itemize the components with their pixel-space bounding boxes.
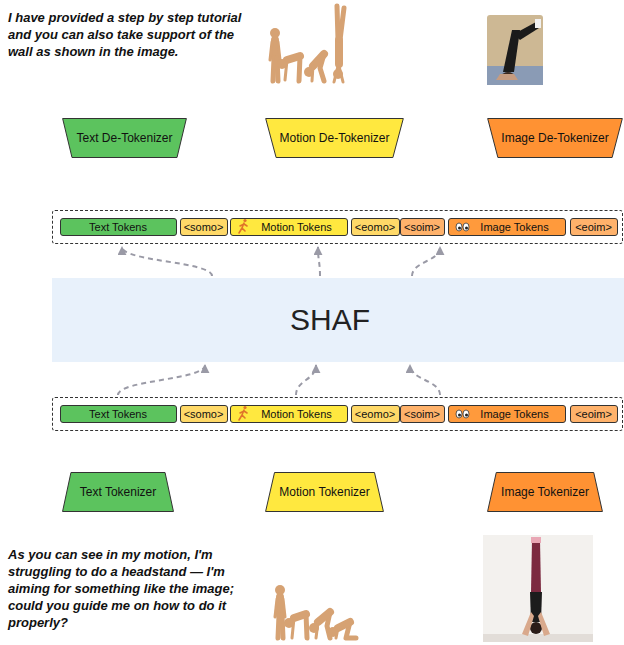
node-label: Image De-Tokenizer (501, 131, 608, 145)
node-label: Motion Tokenizer (279, 485, 370, 499)
node-label: <eoim> (575, 221, 612, 233)
prompt-text: I have provided a step by step tutorial … (8, 9, 258, 60)
token-box: Motion Tokens (230, 218, 348, 236)
node-label: Motion Tokens (261, 408, 332, 420)
motion-figures-bottom (275, 585, 356, 638)
photo-top (487, 15, 543, 85)
token-box: <soim> (400, 405, 445, 423)
token-box: Image Tokens (448, 218, 566, 236)
dashed-arrow (296, 365, 316, 395)
token-box: <eoim> (570, 405, 618, 423)
node-label: <eomo> (355, 408, 395, 420)
node-label: <soim> (404, 221, 440, 233)
token-box: Text Tokens (60, 218, 177, 236)
de-tokenizer-trapezoid: Motion De-Tokenizer (265, 118, 404, 158)
token-sequence-band: Text Tokens <somo> Motion Tokens <eomo> <soi… (52, 397, 623, 431)
de-tokenizer-trapezoid: Image De-Tokenizer (487, 118, 623, 158)
node-label: <soim> (404, 408, 440, 420)
node-label: Motion De-Tokenizer (279, 131, 389, 145)
token-box: Image Tokens (448, 405, 566, 423)
token-box: <somo> (180, 218, 228, 236)
model-band: SHAF (52, 278, 624, 362)
node-label: <somo> (184, 221, 224, 233)
photo-bottom (483, 535, 593, 642)
prompt-text: As you can see in my motion, I'm struggl… (8, 546, 258, 631)
token-box: Text Tokens (60, 405, 177, 423)
node-label: SHAF (290, 303, 370, 337)
node-label: Text De-Tokenizer (76, 131, 172, 145)
token-sequence-band: Text Tokens <somo> Motion Tokens <eomo> <soi… (52, 210, 623, 244)
node-label: Motion Tokens (261, 221, 332, 233)
token-box: <soim> (400, 218, 445, 236)
dashed-arrow (412, 247, 440, 276)
de-tokenizer-trapezoid: Text De-Tokenizer (62, 118, 187, 158)
node-label: <eoim> (575, 408, 612, 420)
node-label: Text Tokens (89, 221, 147, 233)
node-label: Image Tokens (480, 221, 548, 233)
node-label: Text Tokens (89, 408, 147, 420)
node-label: <eomo> (355, 221, 395, 233)
tokenizer-trapezoid: Motion Tokenizer (265, 472, 384, 512)
token-box: <eomo> (351, 218, 400, 236)
tokenizer-trapezoid: Image Tokenizer (487, 472, 603, 512)
dashed-arrow (318, 247, 320, 276)
token-box: <eomo> (351, 405, 400, 423)
node-label: Image Tokens (480, 408, 548, 420)
dashed-arrow (122, 247, 212, 276)
motion-figures-top (270, 6, 344, 82)
token-box: <eoim> (570, 218, 618, 236)
node-label: Image Tokenizer (501, 485, 589, 499)
node-label: Text Tokenizer (80, 485, 156, 499)
tokenizer-trapezoid: Text Tokenizer (62, 472, 174, 512)
node-label: <somo> (184, 408, 224, 420)
token-box: <somo> (180, 405, 228, 423)
token-box: Motion Tokens (230, 405, 348, 423)
dashed-arrow (118, 365, 205, 395)
dashed-arrow (410, 365, 440, 395)
